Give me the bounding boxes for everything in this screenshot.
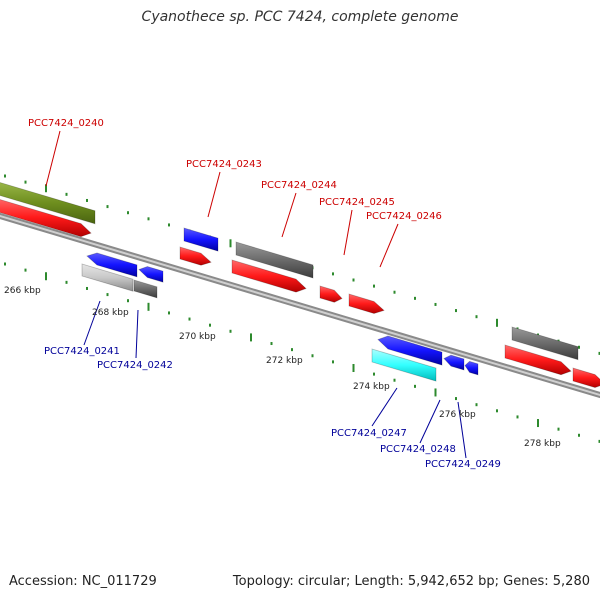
label-leader-line bbox=[207, 171, 221, 218]
label-leader-line bbox=[45, 130, 61, 187]
gene-feature-red bbox=[179, 246, 212, 266]
label-leader-line bbox=[371, 387, 398, 427]
scale-labels: 266 kbp 268 kbp 270 kbp 272 kbp 274 kbp 276 k… bbox=[4, 286, 561, 449]
gene-label-forward[interactable]: PCC7424_0243 bbox=[186, 159, 262, 170]
gene-feature-blue bbox=[464, 360, 479, 376]
scale-label: 268 kbp bbox=[92, 308, 129, 318]
gene-label-reverse[interactable]: PCC7424_0247 bbox=[331, 428, 407, 439]
map-title: Cyanothece sp. PCC 7424, complete genome bbox=[141, 9, 459, 25]
gene-feature-red bbox=[0, 199, 92, 238]
gene-label-forward[interactable]: PCC7424_0245 bbox=[319, 197, 395, 208]
gene-label-reverse[interactable]: PCC7424_0242 bbox=[97, 360, 173, 371]
label-leader-line bbox=[457, 401, 467, 459]
label-leader-line bbox=[135, 309, 139, 359]
scale-label: 274 kbp bbox=[353, 382, 390, 392]
genome-summary-text: Topology: circular; Length: 5,942,652 bp… bbox=[232, 574, 590, 589]
gene-label-forward[interactable]: PCC7424_0240 bbox=[28, 118, 104, 129]
gene-feature-blue bbox=[377, 335, 443, 366]
backbone-highlight bbox=[0, 214, 600, 397]
gene-feature-gray bbox=[235, 241, 314, 279]
label-leader-line bbox=[343, 209, 353, 256]
gene-feature-red bbox=[572, 367, 600, 388]
accession-text: Accession: NC_011729 bbox=[9, 574, 157, 589]
gene-feature-red bbox=[231, 259, 307, 293]
label-leader-line bbox=[379, 223, 399, 268]
scale-label: 266 kbp bbox=[4, 286, 41, 296]
scale-label: 278 kbp bbox=[524, 439, 561, 449]
gene-label-reverse[interactable]: PCC7424_0241 bbox=[44, 346, 120, 357]
label-leaders bbox=[45, 130, 467, 459]
gene-feature-gray bbox=[511, 326, 579, 361]
gene-feature-blue bbox=[183, 227, 219, 252]
gene-feature-blue bbox=[138, 266, 164, 283]
gene-labels: PCC7424_0240PCC7424_0243PCC7424_0244PCC7… bbox=[28, 118, 501, 470]
gene-feature-red bbox=[348, 293, 385, 314]
gene-feature-blue bbox=[86, 252, 138, 278]
gene-feature-gray bbox=[133, 279, 158, 299]
label-leader-line bbox=[419, 399, 441, 444]
gene-features bbox=[0, 182, 600, 388]
gene-feature-red bbox=[504, 344, 572, 376]
scale-label: 276 kbp bbox=[439, 410, 476, 420]
gene-label-reverse[interactable]: PCC7424_0249 bbox=[425, 459, 501, 470]
gene-label-reverse[interactable]: PCC7424_0248 bbox=[380, 444, 456, 455]
gene-label-forward[interactable]: PCC7424_0246 bbox=[366, 211, 442, 222]
label-leader-line bbox=[83, 300, 101, 346]
scale-label: 272 kbp bbox=[266, 356, 303, 366]
gene-feature-lightgray bbox=[81, 263, 134, 292]
label-leader-line bbox=[281, 192, 297, 238]
gene-feature-cyan bbox=[371, 348, 437, 382]
backbone bbox=[0, 212, 600, 399]
gene-label-forward[interactable]: PCC7424_0244 bbox=[261, 180, 337, 191]
scale-label: 270 kbp bbox=[179, 332, 216, 342]
gene-feature-blue bbox=[443, 354, 465, 371]
gene-feature-red bbox=[319, 285, 343, 303]
gene-feature-olive bbox=[0, 182, 96, 225]
